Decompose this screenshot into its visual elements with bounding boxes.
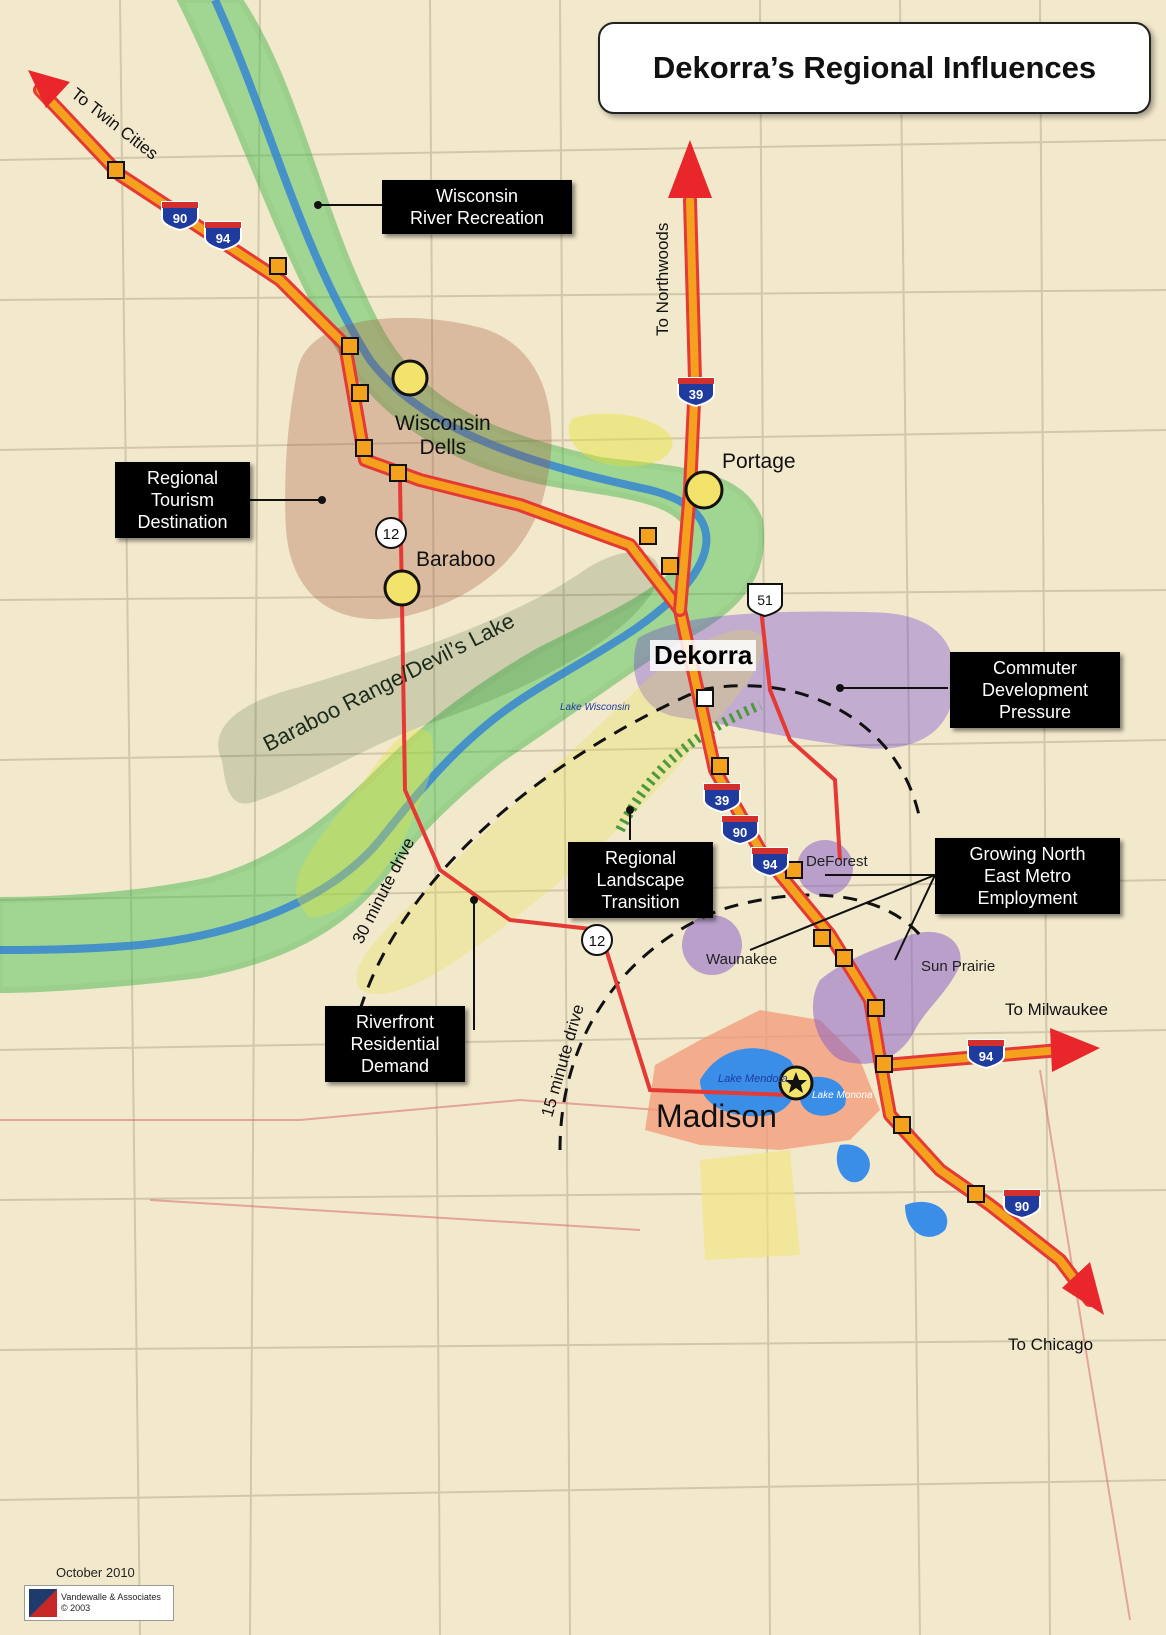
callout-regional-tourism-line-2: Tourism — [150, 490, 214, 510]
callout-regional-tourism: Regional Tourism Destination — [115, 462, 250, 538]
shield-i39-south: 39 — [703, 783, 741, 814]
lake-wisconsin-label: Lake Wisconsin — [560, 702, 630, 713]
callout-landscape-transition-line-2: Landscape — [596, 870, 685, 890]
shield-i94-north: 94 — [204, 221, 242, 252]
shield-us51-label: 51 — [757, 592, 773, 608]
map-date-text: October 2010 — [56, 1565, 135, 1580]
wisconsin-river-corridor — [0, 0, 765, 994]
shield-i90-south-label: 90 — [733, 825, 747, 840]
shield-i90-north-label: 90 — [173, 211, 187, 226]
shield-us12-north: 12 — [375, 517, 407, 549]
us51-highway — [758, 599, 842, 861]
baraboo-range — [218, 552, 660, 804]
lake-mendota-label: Lake Mendota — [718, 1073, 788, 1085]
map-title: Dekorra’s Regional Influences — [598, 22, 1151, 114]
callout-commuter-pressure-line-1: Commuter — [992, 658, 1077, 678]
shield-us51: 51 — [747, 583, 783, 618]
lake-monona-label: Lake Monona — [812, 1090, 873, 1101]
city-label-sun-prairie: Sun Prairie — [921, 958, 996, 975]
arrow-northwoods — [668, 140, 712, 198]
city-label-dekorra: Dekorra — [650, 640, 757, 671]
riverfront-zone-west — [296, 728, 434, 918]
callout-growing-metro-line-2: East Metro — [983, 866, 1072, 886]
fitchburg-area — [700, 1150, 800, 1260]
city-label-baraboo: Baraboo — [416, 548, 496, 571]
arrow-milwaukee — [1050, 1028, 1100, 1072]
city-label-wisconsin-dells-line-2: Dells — [419, 436, 467, 459]
city-label-portage: Portage — [722, 450, 796, 473]
arrow-twin-cities — [28, 70, 70, 108]
to-milwaukee-label: To Milwaukee — [1005, 1000, 1108, 1019]
vandewalle-logo-text: Vandewalle & Associates © 2003 — [61, 1592, 161, 1614]
wisconsin-river — [0, 0, 711, 954]
shield-i90-east: 90 — [1003, 1189, 1041, 1220]
callout-riverfront-demand-line-1: Riverfront — [355, 1012, 435, 1032]
city-label-madison: Madison — [656, 1098, 777, 1134]
dekorra-interchange — [696, 689, 714, 707]
wisconsin-dells-dot — [391, 359, 429, 397]
shield-i94-south-label: 94 — [763, 857, 778, 872]
callout-landscape-transition-line-3: Transition — [601, 892, 680, 912]
shield-i90-east-label: 90 — [1015, 1199, 1029, 1214]
callout-commuter-pressure-line-2: Development — [981, 680, 1089, 700]
leader-dots — [314, 201, 844, 904]
city-label-waunakee: Waunakee — [706, 951, 778, 968]
shield-i90-south: 90 — [721, 815, 759, 846]
shield-i39-south-label: 39 — [715, 793, 729, 808]
shield-i94-south: 94 — [751, 847, 789, 878]
baraboo-dot — [383, 569, 421, 607]
arrow-chicago — [1062, 1262, 1104, 1315]
shield-us12-south-label: 12 — [589, 933, 606, 950]
shield-i94-east-label: 94 — [979, 1049, 994, 1064]
callout-regional-tourism-line-1: Regional — [146, 468, 219, 488]
vandewalle-logo-mark-icon — [29, 1589, 57, 1617]
callout-riverfront-demand: Riverfront Residential Demand — [325, 1006, 465, 1082]
city-label-deforest: DeForest — [806, 853, 868, 870]
interstate-39-north-core — [676, 196, 700, 614]
callout-wisconsin-river: Wisconsin River Recreation — [382, 180, 572, 234]
callout-wisconsin-river-line-1: Wisconsin — [435, 186, 519, 206]
shield-us12-north-label: 12 — [383, 526, 400, 543]
vandewalle-copyright: © 2003 — [61, 1603, 91, 1613]
to-northwoods-label: To Northwoods — [653, 223, 672, 336]
vandewalle-logo: Vandewalle & Associates © 2003 — [24, 1585, 174, 1621]
lake-mendota — [700, 1048, 798, 1117]
lake-waubesa — [836, 1144, 870, 1183]
callout-landscape-transition-line-1: Regional — [604, 848, 677, 868]
us12-highway — [398, 479, 791, 1097]
secondary-highways — [0, 1069, 1131, 1621]
riverfront-zone-south — [356, 629, 763, 995]
interchanges — [107, 161, 985, 1203]
callout-growing-metro-line-3: Employment — [977, 888, 1078, 908]
shield-i90-north: 90 — [161, 201, 199, 232]
vandewalle-firm-name: Vandewalle & Associates — [61, 1592, 161, 1602]
callout-growing-metro: Growing North East Metro Employment — [935, 838, 1120, 914]
shield-i39-north: 39 — [677, 377, 715, 408]
city-label-wisconsin-dells: Wisconsin Dells — [395, 412, 491, 460]
to-chicago-label: To Chicago — [1008, 1335, 1094, 1354]
callout-commuter-pressure-line-3: Pressure — [998, 702, 1072, 722]
callout-regional-tourism-line-3: Destination — [137, 512, 228, 532]
waunakee-employment-area — [682, 915, 742, 975]
city-label-wisconsin-dells-line-1: Wisconsin — [395, 412, 491, 435]
callout-riverfront-demand-line-3: Demand — [360, 1056, 430, 1076]
callout-wisconsin-river-line-2: River Recreation — [409, 208, 545, 228]
shield-us12-south: 12 — [581, 924, 613, 956]
lake-kegonsa — [905, 1201, 948, 1237]
madison-capital-star-icon — [785, 1072, 807, 1093]
callout-riverfront-demand-line-2: Residential — [350, 1034, 440, 1054]
riverfront-zone-north — [568, 413, 673, 467]
shield-i94-east: 94 — [967, 1039, 1005, 1070]
shield-i39-north-label: 39 — [689, 387, 703, 402]
callout-growing-metro-line-1: Growing North — [969, 844, 1086, 864]
callout-landscape-transition: Regional Landscape Transition — [568, 842, 713, 918]
shield-i94-north-label: 94 — [216, 231, 231, 246]
map-date: October 2010 — [24, 1565, 135, 1580]
callout-commuter-pressure: Commuter Development Pressure — [950, 652, 1120, 728]
portage-dot — [684, 470, 724, 510]
drive-30-arc — [358, 684, 922, 1011]
